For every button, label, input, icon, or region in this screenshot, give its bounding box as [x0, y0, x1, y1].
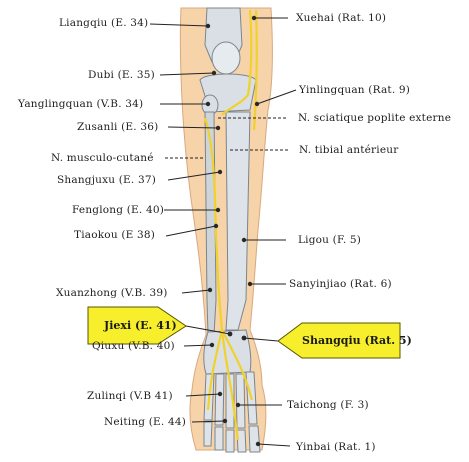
label-shangjuxu: Shangjuxu (E. 37): [57, 174, 156, 186]
label-xuehai: Xuehai (Rat. 10): [296, 12, 386, 24]
label-yinlingquan: Yinlingquan (Rat. 9): [299, 84, 410, 96]
label-fenglong: Fenglong (E. 40): [72, 204, 164, 216]
label-yanglingquan: Yanglingquan (V.B. 34): [18, 98, 143, 110]
label-musculo-cutane: N. musculo-cutané: [51, 152, 154, 164]
label-qiuxu: Qiuxu (V.B. 40): [92, 340, 175, 352]
label-taichong: Taichong (F. 3): [287, 399, 369, 411]
label-sanyinjiao: Sanyinjiao (Rat. 6): [289, 278, 392, 290]
label-zulinqi: Zulinqi (V.B 41): [87, 390, 173, 402]
label-zusanli: Zusanli (E. 36): [77, 121, 158, 133]
label-jiexi-highlight: Jiexi (E. 41): [104, 320, 177, 332]
label-neiting: Neiting (E. 44): [104, 416, 186, 428]
label-tibial-anterieur: N. tibial antérieur: [299, 144, 398, 156]
label-sciatique-poplite: N. sciatique poplite externe: [298, 112, 451, 124]
label-yinbai: Yinbai (Rat. 1): [296, 441, 376, 453]
label-tiaokou: Tiaokou (E 38): [74, 229, 155, 241]
label-dubi: Dubi (E. 35): [88, 69, 155, 81]
label-ligou: Ligou (F. 5): [298, 234, 361, 246]
patella-bone: [212, 42, 240, 74]
label-xuanzhong: Xuanzhong (V.B. 39): [56, 287, 168, 299]
tibia-shaft: [226, 112, 250, 330]
label-shangqiu-highlight: Shangqiu (Rat. 5): [302, 335, 412, 347]
label-liangqiu: Liangqiu (E. 34): [59, 17, 148, 29]
